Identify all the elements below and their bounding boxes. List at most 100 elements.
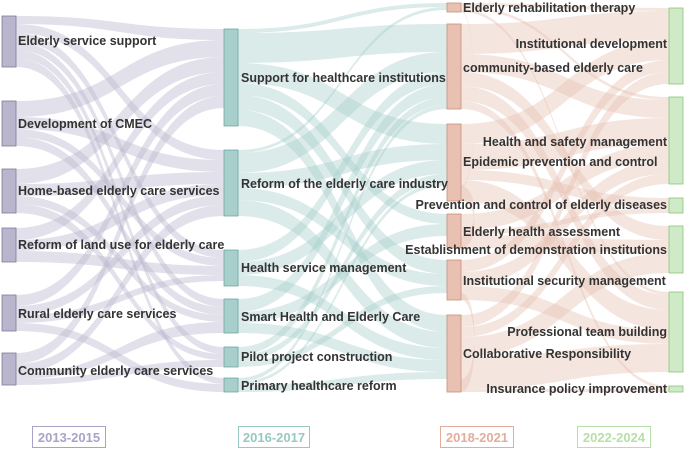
node-label-shi: Support for healthcare institutions [241, 71, 446, 85]
link-phr-epc [238, 182, 447, 385]
node-label-reci: Reform of the elderly care industry [241, 177, 448, 191]
link-rec-shi [16, 84, 224, 306]
link-reci-ert [238, 7, 447, 153]
link-eha-hsafe [461, 144, 669, 230]
link-eha-pced [461, 208, 669, 235]
link-ism-cr [461, 293, 475, 392]
node-ipi[interactable] [668, 385, 684, 393]
node-shi[interactable] [223, 28, 239, 127]
node-label-ptb: Professional team building [507, 325, 667, 339]
link-ism-ptb [461, 286, 669, 344]
link-cbec-edi [461, 72, 669, 240]
link-cr-ipi [461, 389, 669, 392]
node-shec[interactable] [223, 298, 239, 334]
link-cr-hsafe [461, 174, 669, 337]
link-reci-ism [238, 188, 447, 286]
link-hsm-epc [238, 160, 447, 275]
node-hsm[interactable] [223, 249, 239, 287]
node-ptb[interactable] [668, 291, 684, 373]
link-ppc-ism [238, 286, 447, 367]
link-shec-cbec [238, 84, 447, 312]
node-label-idev: Institutional development [516, 37, 668, 51]
link-cmec-shi [16, 40, 224, 117]
node-phr[interactable] [223, 377, 239, 393]
node-ert[interactable] [446, 2, 462, 13]
link-cmec-hsm [16, 129, 224, 266]
link-rlu-shi [16, 72, 224, 240]
node-label-edi: Establishment of demonstration instituti… [405, 243, 667, 257]
node-label-ppc: Pilot project construction [241, 350, 392, 364]
node-label-cec: Community elderly care services [18, 364, 213, 378]
node-label-hsm: Health service management [241, 261, 407, 275]
link-ppc-epc [238, 174, 447, 361]
link-ppc-cbec [238, 97, 447, 355]
node-label-cmec: Development of CMEC [18, 117, 152, 131]
node-label-hsafe: Health and safety management [483, 135, 668, 149]
link-rec-hsm [16, 275, 224, 323]
node-epc[interactable] [446, 123, 462, 202]
node-rlu[interactable] [1, 227, 17, 263]
stage-label-2022-2024: 2022-2024 [577, 426, 651, 448]
link-cbec-ptb [461, 86, 669, 310]
node-label-eha: Elderly health assessment [463, 225, 621, 239]
link-hsm-cr [238, 275, 447, 360]
node-label-rec: Rural elderly care services [18, 307, 176, 321]
node-hbec[interactable] [1, 168, 17, 214]
node-reci[interactable] [223, 149, 239, 217]
node-cmec[interactable] [1, 100, 17, 147]
node-label-esp: Elderly service support [18, 34, 157, 48]
node-eha[interactable] [446, 213, 462, 249]
link-reci-cbec [238, 52, 447, 173]
node-label-cr: Collaborative Responsibility [463, 347, 631, 361]
node-label-epc: Epidemic prevention and control [463, 155, 657, 169]
node-idev[interactable] [668, 7, 684, 85]
link-rlu-hsm [16, 251, 224, 275]
link-hsm-cbec [238, 72, 447, 262]
node-pced[interactable] [668, 197, 684, 214]
link-phr-cbec [238, 105, 447, 382]
link-cmec-shec [16, 137, 224, 315]
link-reci-epc [238, 144, 447, 188]
node-label-shec: Smart Health and Elderly Care [241, 310, 420, 324]
node-label-ism: Institutional security management [463, 274, 667, 288]
node-edi[interactable] [668, 225, 684, 274]
diagram-nodes [1, 2, 684, 393]
node-esp[interactable] [1, 15, 17, 68]
link-cec-reci [16, 205, 224, 373]
node-cec[interactable] [1, 352, 17, 386]
node-label-ert: Elderly rehabilitation therapy [463, 1, 635, 15]
link-ert-hsafe [461, 6, 669, 100]
link-ism-idev [461, 60, 669, 272]
stage-label-2018-2021: 2018-2021 [440, 426, 514, 448]
link-phr-cr [238, 372, 447, 392]
stage-label-2013-2015: 2013-2015 [32, 426, 106, 448]
link-cec-shec [16, 322, 224, 379]
node-ppc[interactable] [223, 346, 239, 368]
node-ism[interactable] [446, 259, 462, 301]
link-cmec-reci [16, 117, 224, 172]
link-cec-shi [16, 96, 224, 364]
link-shec-cr [238, 323, 447, 372]
link-hbec-shec [16, 196, 224, 322]
link-cr-idev [461, 72, 669, 327]
node-label-phr: Primary healthcare reform [241, 379, 397, 393]
link-cbec-hsafe [461, 54, 669, 118]
link-eha-edi [461, 235, 669, 253]
link-rec-reci [16, 195, 224, 315]
link-shi-eha [238, 83, 447, 224]
stage-label-2016-2017: 2016-2017 [238, 426, 310, 448]
link-cr-edi [461, 253, 669, 357]
node-hsafe[interactable] [668, 96, 684, 185]
link-cec-ppc [16, 360, 224, 385]
node-label-pced: Prevention and control of elderly diseas… [416, 198, 668, 212]
node-label-hbec: Home-based elderly care services [18, 184, 220, 198]
link-ert-idev [461, 3, 669, 11]
node-cbec[interactable] [446, 23, 462, 110]
node-rec[interactable] [1, 294, 17, 332]
link-shi-ert [238, 3, 447, 33]
node-cr[interactable] [446, 314, 462, 393]
link-reci-cr [238, 200, 447, 348]
link-hbec-reci [16, 172, 224, 196]
